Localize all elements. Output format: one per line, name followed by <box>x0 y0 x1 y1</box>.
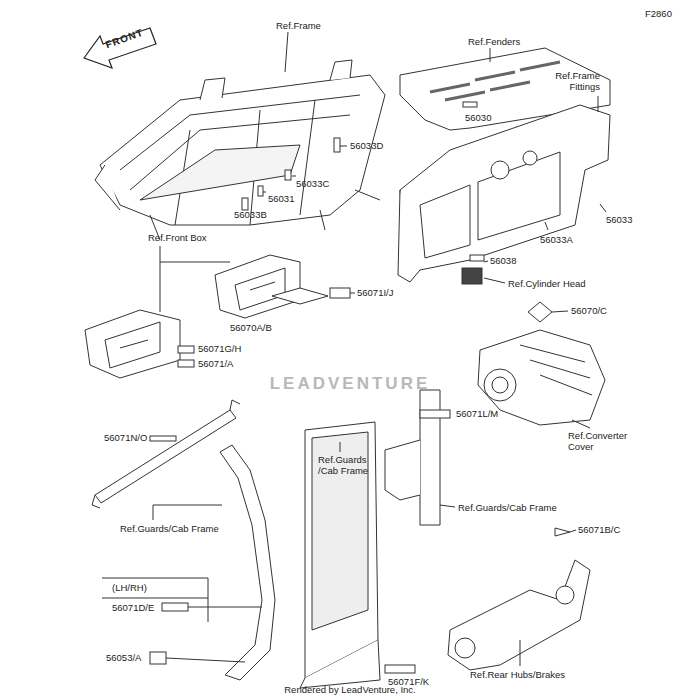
leader-line <box>340 442 341 452</box>
sticker <box>162 603 188 611</box>
callout-number: 56071N/O <box>104 432 147 443</box>
sticker <box>470 255 484 261</box>
callout-number: 56053/A <box>106 652 141 663</box>
leader-line <box>490 48 491 62</box>
sticker <box>178 346 194 353</box>
leader-line <box>153 505 222 506</box>
sticker <box>285 170 291 180</box>
side-note: (LH/RH) <box>112 582 147 593</box>
leader-line <box>160 262 230 263</box>
sticker <box>242 198 248 210</box>
reference-label: Ref.Guards/Cab Frame <box>120 523 219 534</box>
reference-label: Ref.Frame <box>276 20 321 31</box>
bracket <box>102 578 208 622</box>
cab-door <box>300 422 380 688</box>
callout-number: 56070/C <box>571 305 607 316</box>
callout-number: 56033 <box>606 214 632 225</box>
callout-number: 56071I/J <box>357 287 393 298</box>
leader-line <box>598 96 599 112</box>
leader-line <box>440 505 455 507</box>
leader-line <box>552 311 568 312</box>
fender-slot <box>430 62 560 100</box>
sticker <box>258 186 263 196</box>
leader-line <box>570 530 576 532</box>
sticker <box>420 410 450 418</box>
callout-number: 56071G/H <box>198 343 241 354</box>
sticker <box>385 665 415 673</box>
leader-line <box>572 420 590 428</box>
reference-label: Ref.Fenders <box>468 36 520 47</box>
callout-number: 56038 <box>490 255 516 266</box>
sticker <box>463 102 477 107</box>
dash-panel <box>398 105 610 282</box>
callout-number: 56033A <box>540 234 573 245</box>
sticker <box>178 360 194 367</box>
leader-line <box>188 607 262 608</box>
figure-code: F2860 <box>645 8 672 19</box>
leader-line <box>285 32 288 72</box>
sticker <box>555 528 570 536</box>
leader-line <box>350 293 355 294</box>
sticker <box>272 288 328 304</box>
sticker <box>330 288 350 298</box>
reference-label: Ref.Guards /Cab Frame <box>318 454 378 477</box>
rear-hub <box>448 560 590 670</box>
frame-chassis <box>95 60 385 240</box>
callout-number: 56070A/B <box>230 322 272 333</box>
reference-label: Ref.Guards/Cab Frame <box>458 502 557 513</box>
callout-number: 56071L/M <box>456 408 498 419</box>
sticker <box>334 138 340 152</box>
reference-label: Ref.Frame Fittings <box>538 70 600 93</box>
reference-label: Ref.Cylinder Head <box>508 278 586 289</box>
watermark: LEADVENTURE <box>270 374 431 394</box>
leader-line <box>160 262 161 312</box>
reference-label: Ref.Converter Cover <box>568 430 648 453</box>
callout-number: 56031 <box>268 193 294 204</box>
callout-number: 56033B <box>234 209 267 220</box>
callout-number: 56071D/E <box>112 602 154 613</box>
callout-number: 56030 <box>465 112 491 123</box>
callout-number: 56033C <box>296 178 329 189</box>
guard-bar <box>92 400 275 680</box>
leader-line <box>520 640 521 666</box>
reference-label: Ref.Front Box <box>148 232 207 243</box>
sticker <box>150 652 166 664</box>
leader-line <box>166 658 245 662</box>
cylinder-head <box>462 268 482 284</box>
reference-label: Ref.Rear Hubs/Brakes <box>470 669 565 680</box>
leader-line <box>242 146 347 205</box>
callout-number: 56071/A <box>198 358 233 369</box>
leader-line <box>153 505 154 520</box>
sticker <box>528 302 552 322</box>
leader-line <box>545 204 606 230</box>
callout-number: 56071B/C <box>578 524 620 535</box>
sticker <box>150 436 176 441</box>
callout-number: 56033D <box>350 140 383 151</box>
render-credit: Rendered by LeadVenture, Inc. <box>284 684 416 695</box>
front-box <box>85 255 300 378</box>
leader-line <box>160 246 161 262</box>
